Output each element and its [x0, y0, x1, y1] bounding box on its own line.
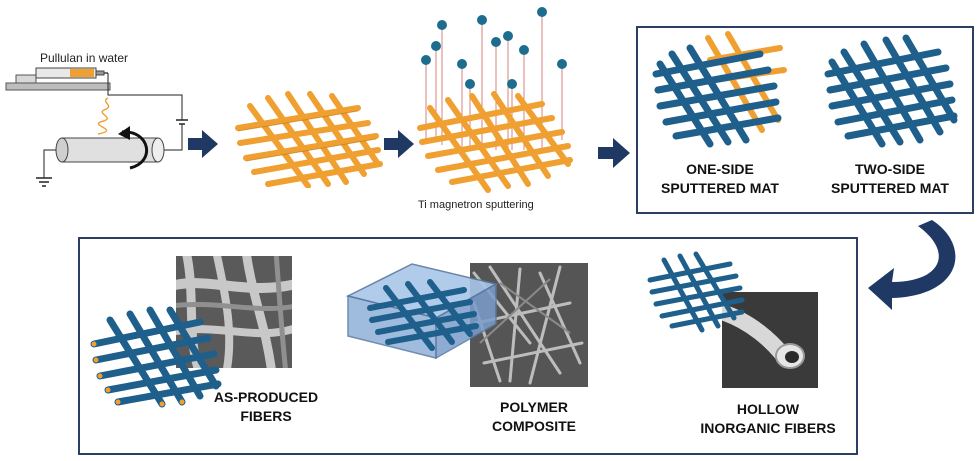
as-produced-label-line2: FIBERS [240, 408, 292, 424]
as-produced-mat [90, 306, 222, 408]
sputtering-label: Ti magnetron sputtering [418, 199, 534, 211]
arrow-2 [384, 130, 414, 158]
as-produced-label-line1: AS-PRODUCED [213, 389, 319, 405]
one-side-sputtered-mat [652, 31, 787, 148]
two-side-label: TWO-SIDE SPUTTERED MAT [810, 160, 970, 198]
hollow-mat [647, 251, 745, 333]
one-side-label: ONE-SIDE SPUTTERED MAT [640, 160, 800, 198]
two-side-label-line1: TWO-SIDE [855, 161, 925, 177]
arrow-3 [598, 138, 630, 168]
electrospinning-setup [5, 67, 188, 187]
two-side-sputtered-mat [824, 34, 958, 148]
sem-image-hollow-fiber [722, 292, 818, 388]
polymer-label-line1: POLYMER [500, 399, 568, 415]
curved-arrow [868, 220, 956, 310]
arrow-1 [188, 130, 218, 158]
one-side-label-line2: SPUTTERED MAT [661, 180, 779, 196]
polymer-label-line2: COMPOSITE [491, 418, 576, 434]
sputtering-illustration [417, 7, 573, 193]
hollow-label-line2: INORGANIC FIBERS [700, 420, 836, 436]
pullulan-label: Pullulan in water [40, 51, 129, 65]
two-side-label-line2: SPUTTERED MAT [831, 180, 949, 196]
orange-fiber-mat [235, 91, 383, 188]
polymer-composite-block [345, 263, 499, 360]
one-side-label-line1: ONE-SIDE [686, 161, 754, 177]
hollow-label-line1: HOLLOW [736, 401, 800, 417]
as-produced-label: AS-PRODUCED FIBERS [196, 388, 336, 426]
hollow-fibers-label: HOLLOW INORGANIC FIBERS [688, 400, 848, 438]
polymer-composite-label: POLYMER COMPOSITE [474, 398, 594, 436]
